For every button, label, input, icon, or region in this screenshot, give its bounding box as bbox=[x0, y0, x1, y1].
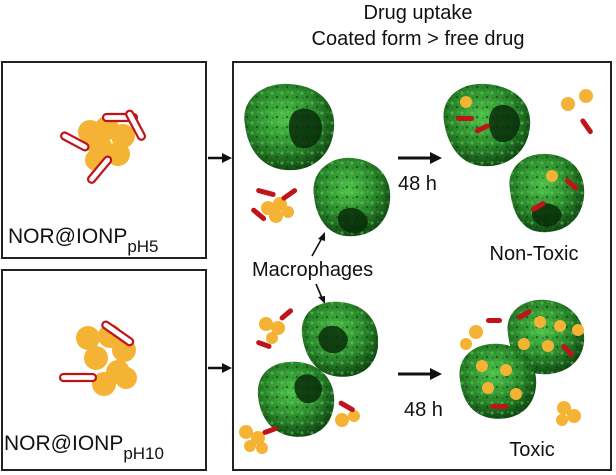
particle bbox=[546, 170, 558, 182]
particle bbox=[561, 97, 575, 111]
particle bbox=[500, 364, 512, 376]
particle bbox=[469, 325, 483, 339]
particle bbox=[476, 360, 488, 372]
particle bbox=[84, 346, 108, 370]
particle bbox=[460, 338, 472, 350]
particle bbox=[256, 442, 268, 454]
outcome-label-top: Non-Toxic bbox=[490, 243, 579, 265]
particle bbox=[239, 425, 253, 439]
drug-rod bbox=[60, 374, 96, 381]
macrophage-cell bbox=[313, 158, 390, 236]
particle bbox=[567, 409, 581, 423]
particle bbox=[259, 317, 273, 331]
particle bbox=[534, 316, 546, 328]
particle bbox=[572, 324, 584, 336]
arrow-ph5-to-main bbox=[208, 153, 232, 163]
panel-ph5-label-sub: pH5 bbox=[127, 237, 158, 256]
particle bbox=[282, 206, 294, 218]
particle bbox=[542, 340, 554, 352]
particle bbox=[579, 89, 593, 103]
panel-ph5-label-main: NOR@IONP bbox=[8, 225, 127, 248]
particle bbox=[244, 440, 256, 452]
outcome-label-bottom: Toxic bbox=[509, 439, 555, 461]
macrophage-cell bbox=[509, 154, 584, 232]
drug-rod bbox=[486, 318, 502, 323]
particle bbox=[115, 367, 137, 389]
particle bbox=[518, 338, 530, 350]
time-label-top: 48 h bbox=[398, 173, 437, 195]
header-line-1: Drug uptake bbox=[364, 2, 473, 24]
particle bbox=[510, 388, 522, 400]
particle bbox=[269, 209, 283, 223]
particle bbox=[335, 413, 349, 427]
header-line-2: Coated form > free drug bbox=[312, 28, 525, 50]
particle bbox=[554, 320, 566, 332]
panel-ph10-label-sub: pH10 bbox=[123, 444, 164, 463]
time-label-bottom: 48 h bbox=[404, 399, 443, 421]
macrophages-label: Macrophages bbox=[252, 259, 373, 281]
particle bbox=[460, 96, 472, 108]
drug-rod bbox=[456, 116, 474, 121]
particle bbox=[556, 414, 568, 426]
arrow-ph10-to-main bbox=[208, 363, 232, 373]
particle bbox=[266, 332, 278, 344]
particle bbox=[482, 382, 494, 394]
panel-ph10-label-main: NOR@IONP bbox=[4, 432, 123, 455]
drug-rod bbox=[490, 404, 508, 409]
particle bbox=[348, 410, 360, 422]
